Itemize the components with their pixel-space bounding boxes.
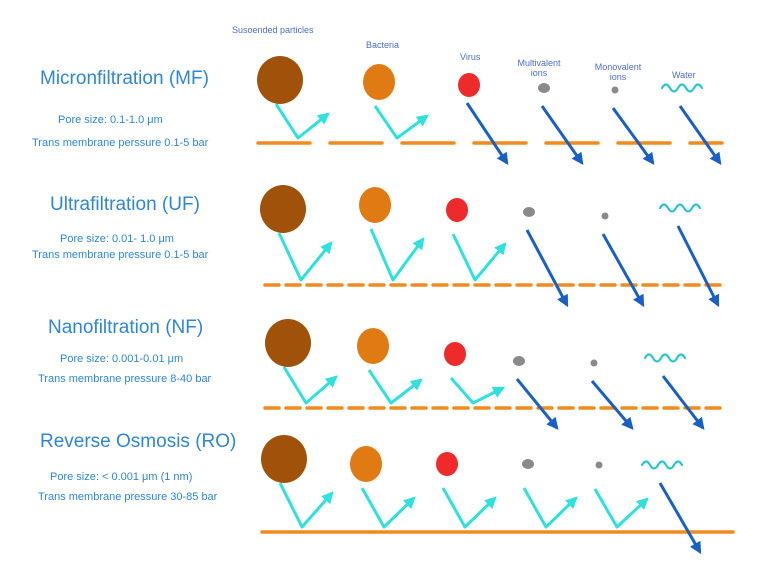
monovalent-reject-arrow-3 [593,488,649,529]
virus-pass-arrow-0 [465,102,509,165]
suspended-particle-1 [260,185,306,233]
virus-reject-arrow-1 [451,233,507,282]
uf-title: Ultrafiltration (UF) [50,194,200,215]
bacteria-reject-arrow-1 [369,228,425,282]
monovalent-pass-arrow-0 [611,107,655,165]
mf-pore-size: Pore size: 0.1-1.0 μm [58,114,163,126]
water-pass-arrow-3 [658,482,702,555]
multivalent-particle-2 [513,356,525,366]
suspended-particle-3 [261,435,307,483]
mf-pressure: Trans membrane perssure 0.1-5 bar [32,137,209,149]
multivalent-particle-0 [538,83,550,93]
uf-pore-size: Pore size: 0.01- 1.0 μm [60,233,174,245]
nf-pore-size: Pore size: 0.001-0.01 μm [60,353,184,365]
multivalent-pass-arrow-1 [525,229,569,308]
monovalent-particle-3 [595,461,603,469]
uf-pressure: Trans membrane pressure 0.1-5 bar [32,249,209,261]
virus-particle-3 [436,452,458,476]
header-water: Water [672,70,696,80]
virus-reject-arrow-2 [449,377,506,405]
virus-particle-0 [458,73,480,97]
header-virus: Virus [460,52,481,62]
header-monovalent-ions: Monovalent ions [594,62,642,82]
header-bacteria: Bacteria [366,40,400,50]
multivalent-particle-1 [523,207,535,217]
bacteria-reject-arrow-2 [367,369,423,405]
multivalent-pass-arrow-2 [515,378,559,430]
mf-title: Micronfiltration (MF) [40,68,209,89]
bacteria-particle-0 [363,64,395,100]
nf-pressure: Trans membrane pressure 8-40 bar [38,373,212,385]
multivalent-particle-3 [522,459,534,469]
suspended-reject-arrow-0 [274,103,330,140]
water-particle-2 [643,353,687,363]
virus-particle-1 [446,198,468,222]
monovalent-pass-arrow-1 [601,233,645,308]
multivalent-pass-arrow-0 [540,105,584,165]
suspended-particle-2 [265,319,311,367]
ro-title: Reverse Osmosis (RO) [40,431,237,452]
bacteria-particle-1 [359,187,391,223]
suspended-reject-arrow-1 [277,232,333,282]
water-pass-arrow-2 [661,375,705,430]
header-suspended-particles: Susoended particles [232,25,314,35]
water-pass-arrow-1 [676,225,720,308]
bacteria-particle-2 [357,328,389,364]
monovalent-pass-arrow-2 [590,380,634,430]
monovalent-particle-2 [590,359,598,367]
virus-reject-arrow-3 [441,487,497,529]
suspended-reject-arrow-3 [278,482,334,529]
header-multivalent-ions: Multivalent ions [517,58,561,78]
water-pass-arrow-0 [678,105,722,165]
bacteria-reject-arrow-0 [373,105,429,140]
water-particle-1 [658,203,702,213]
ro-pore-size: Pore size: < 0.001 μm (1 nm) [50,471,193,483]
water-particle-3 [640,460,684,470]
suspended-particle-0 [257,56,303,104]
multivalent-reject-arrow-3 [522,487,578,529]
bacteria-reject-arrow-3 [360,487,416,529]
monovalent-particle-0 [611,86,619,94]
monovalent-particle-1 [601,212,609,220]
suspended-reject-arrow-2 [282,366,338,405]
bacteria-particle-3 [350,446,382,482]
water-particle-0 [660,83,704,93]
virus-particle-2 [444,342,466,366]
nf-title: Nanofiltration (NF) [48,317,204,338]
ro-pressure: Trans membrane pressure 30-85 bar [38,491,218,503]
